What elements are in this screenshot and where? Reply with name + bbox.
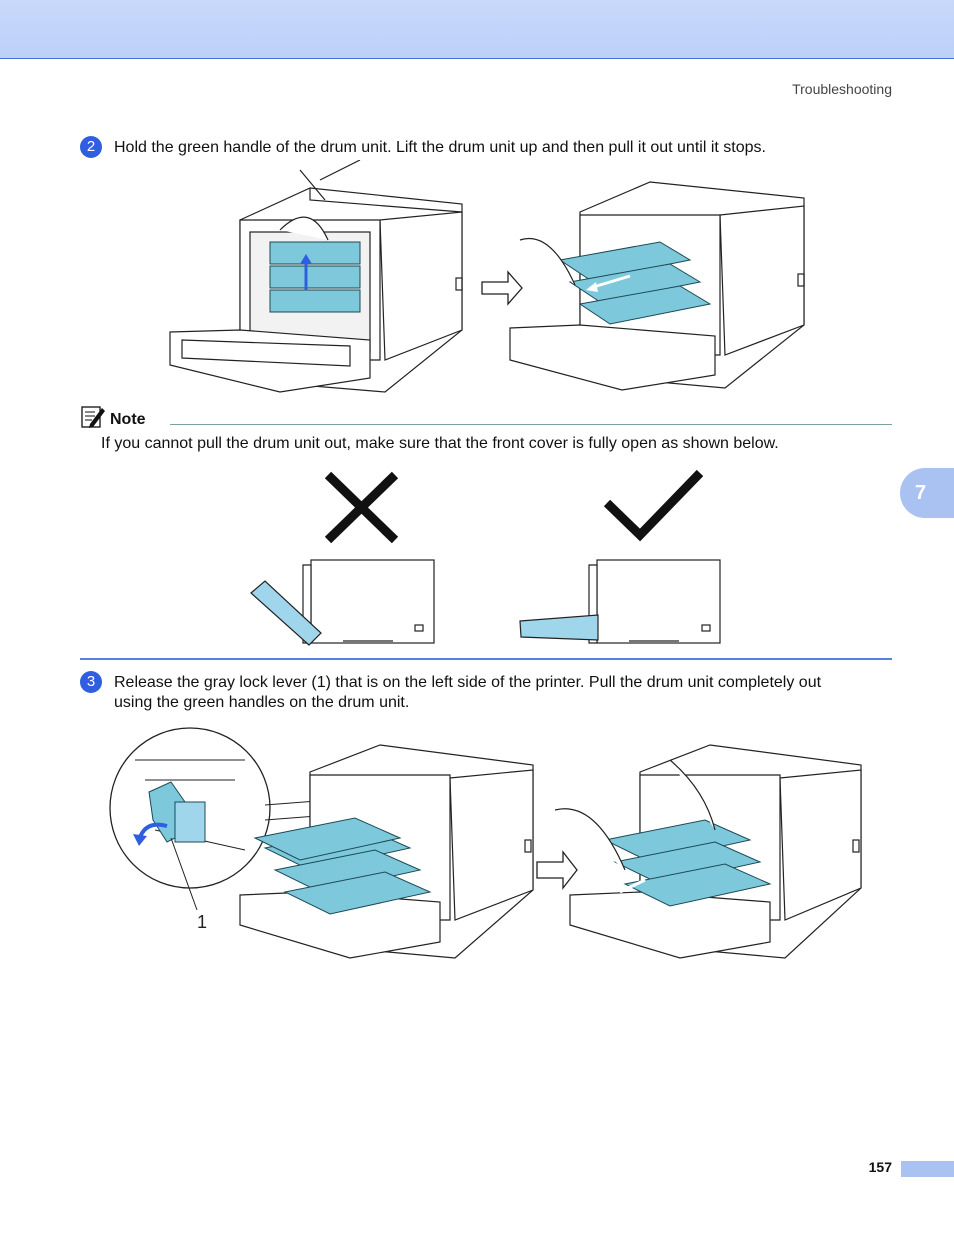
page-number-bar [901, 1161, 954, 1177]
header-band [0, 0, 954, 59]
page-number: 157 [868, 1159, 892, 1175]
note-pencil-icon [81, 406, 105, 428]
step-3-text-line-2: using the green handles on the drum unit… [114, 694, 410, 711]
correct-check-icon [603, 469, 704, 542]
step-2-text: Hold the green handle of the drum unit. … [114, 139, 766, 156]
front-cover-comparison-illustration [250, 469, 721, 646]
note-rule [170, 424, 892, 425]
section-divider [80, 658, 892, 660]
chapter-tab[interactable]: 7 [900, 468, 954, 518]
step-2-illustration [169, 160, 805, 393]
step-number-badge: 3 [80, 671, 102, 693]
step-3-text-line-1: Release the gray lock lever (1) that is … [114, 674, 822, 691]
wrong-cross-icon [324, 471, 399, 544]
note-header: Note [80, 404, 892, 432]
lock-lever-callout: 1 [197, 912, 207, 932]
note-text: If you cannot pull the drum unit out, ma… [101, 435, 779, 452]
step-3-illustration: 1 [109, 727, 862, 959]
right-arrow-icon [536, 850, 578, 890]
section-title: Troubleshooting [792, 81, 892, 97]
note-label: Note [110, 411, 146, 428]
step-number-badge: 2 [80, 136, 102, 158]
right-arrow-icon [481, 270, 523, 306]
